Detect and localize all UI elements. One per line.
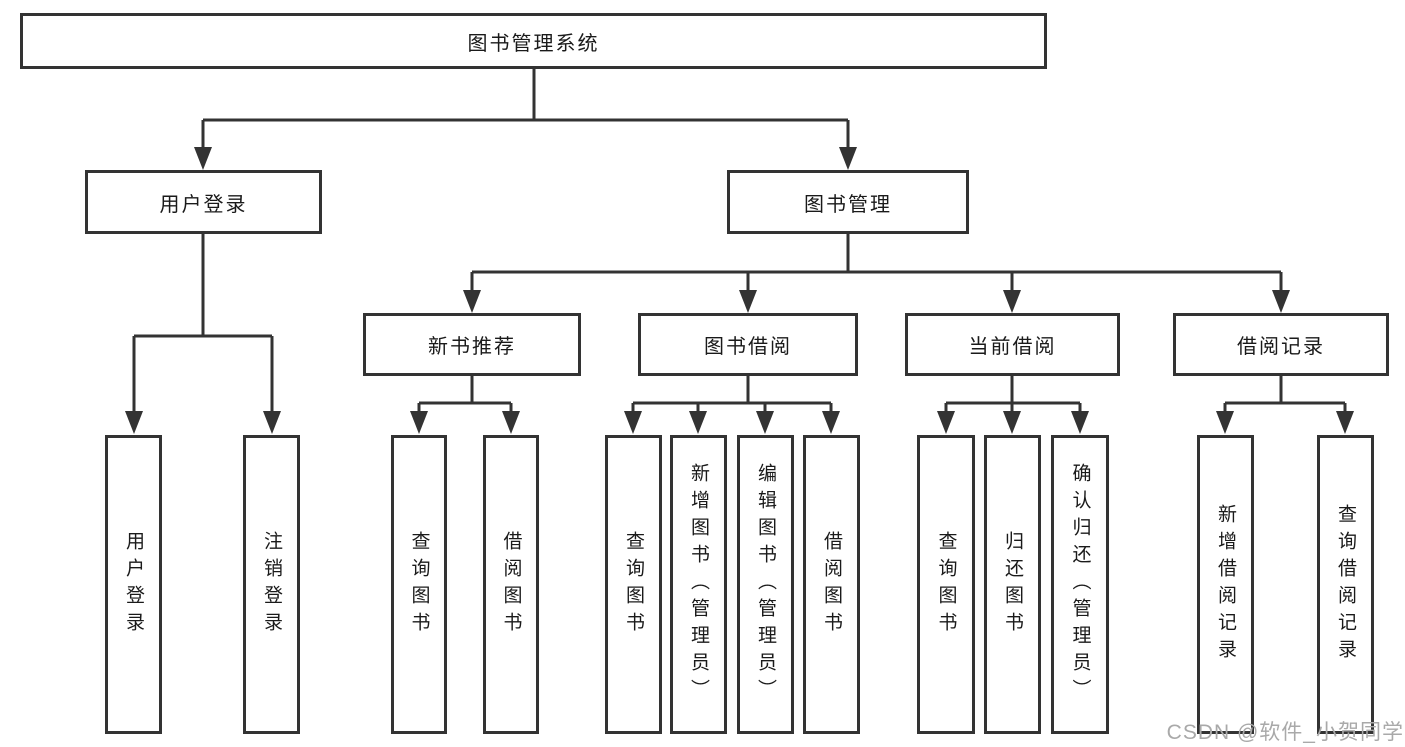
node-book-borrowing: 图书借阅 — [638, 313, 858, 376]
leaf-bb-query-books-label: 查询图书 — [623, 530, 644, 639]
leaf-br-query-record: 查询借阅记录 — [1317, 435, 1374, 734]
node-library-management-system: 图书管理系统 — [20, 13, 1047, 69]
leaf-br-add-record: 新增借阅记录 — [1197, 435, 1254, 734]
leaf-logout: 注销登录 — [243, 435, 300, 734]
leaf-cb-confirm-return-admin-label: 确认归还（管理员） — [1069, 463, 1091, 706]
node-book-management: 图书管理 — [727, 170, 969, 234]
node-current-borrowing: 当前借阅 — [905, 313, 1120, 376]
node-borrowing-records: 借阅记录 — [1173, 313, 1389, 376]
leaf-cb-query-books: 查询图书 — [917, 435, 975, 734]
leaf-rec-borrow-books: 借阅图书 — [483, 435, 539, 734]
leaf-bb-borrow-books: 借阅图书 — [803, 435, 860, 734]
leaf-rec-query-books: 查询图书 — [391, 435, 447, 734]
node-user-login: 用户登录 — [85, 170, 322, 234]
leaf-bb-edit-books-admin-label: 编辑图书（管理员） — [755, 463, 776, 706]
arrowhead-icons — [125, 147, 1354, 434]
leaf-user-login-label: 用户登录 — [123, 530, 144, 639]
csdn-watermark: CSDN @软件_小贺同学 — [1166, 721, 1404, 744]
leaf-bb-query-books: 查询图书 — [605, 435, 662, 734]
leaf-cb-confirm-return-admin: 确认归还（管理员） — [1051, 435, 1109, 734]
leaf-rec-borrow-books-label: 借阅图书 — [500, 530, 522, 639]
leaf-bb-add-books-admin-label: 新增图书（管理员） — [688, 463, 709, 706]
leaf-bb-add-books-admin: 新增图书（管理员） — [670, 435, 727, 734]
leaf-user-login: 用户登录 — [105, 435, 162, 734]
leaf-cb-query-books-label: 查询图书 — [935, 530, 957, 639]
leaf-br-add-record-label: 新增借阅记录 — [1215, 503, 1236, 666]
leaf-cb-return-books: 归还图书 — [984, 435, 1041, 734]
leaf-rec-query-books-label: 查询图书 — [408, 530, 430, 639]
leaf-br-query-record-label: 查询借阅记录 — [1335, 503, 1356, 666]
leaf-bb-edit-books-admin: 编辑图书（管理员） — [737, 435, 794, 734]
leaf-cb-return-books-label: 归还图书 — [1002, 530, 1023, 639]
leaf-logout-label: 注销登录 — [261, 530, 282, 639]
node-new-book-recommendation: 新书推荐 — [363, 313, 581, 376]
leaf-bb-borrow-books-label: 借阅图书 — [821, 530, 842, 639]
